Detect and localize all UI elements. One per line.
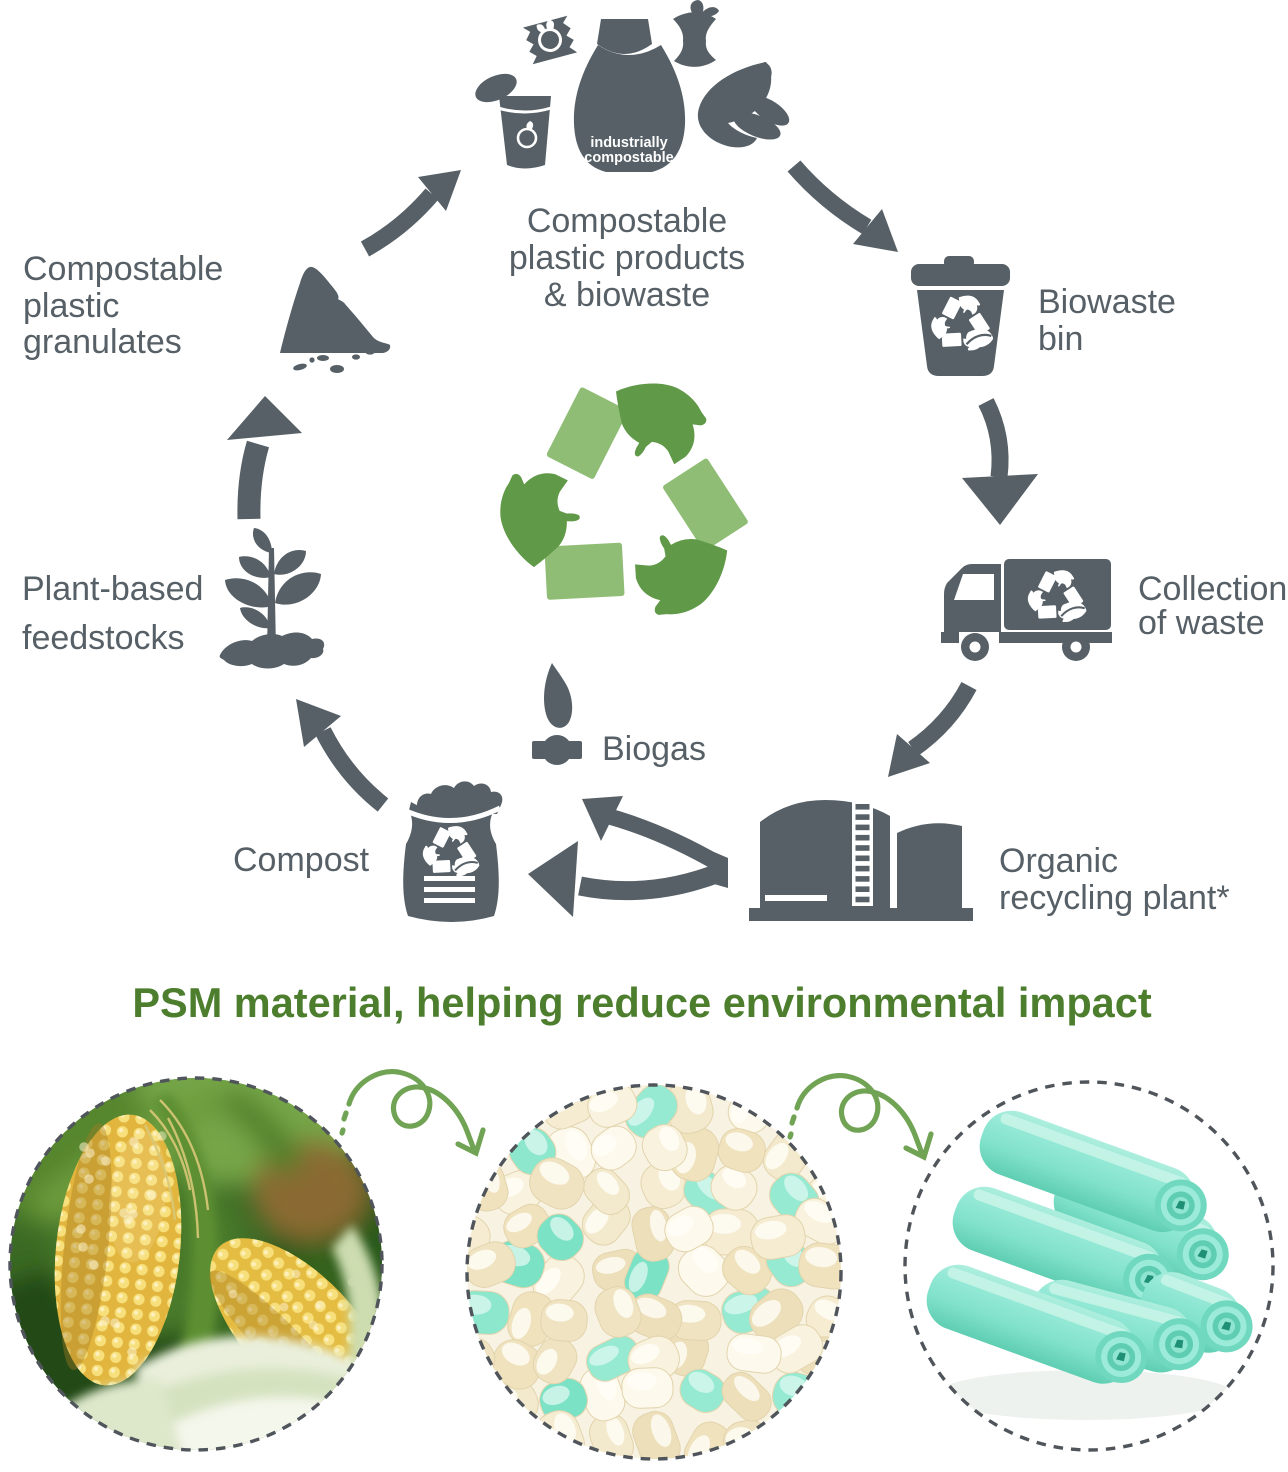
svg-text:Compost: Compost	[233, 841, 370, 879]
svg-text:Biowaste: Biowaste	[1038, 283, 1176, 321]
svg-text:& biowaste: & biowaste	[544, 276, 710, 314]
svg-text:recycling plant*: recycling plant*	[999, 879, 1230, 917]
svg-text:PSM material, helping reduce e: PSM material, helping reduce environment…	[132, 979, 1152, 1026]
svg-text:Collection: Collection	[1138, 570, 1287, 608]
svg-text:plastic: plastic	[23, 287, 119, 325]
svg-text:Organic: Organic	[999, 842, 1118, 880]
svg-text:Plant-based: Plant-based	[22, 570, 203, 608]
svg-text:plastic products: plastic products	[509, 239, 745, 277]
svg-text:of waste: of waste	[1138, 604, 1265, 642]
svg-text:Compostable: Compostable	[23, 250, 223, 288]
svg-text:feedstocks: feedstocks	[22, 619, 185, 657]
svg-text:Biogas: Biogas	[602, 730, 706, 768]
svg-text:Compostable: Compostable	[527, 202, 727, 240]
svg-text:compostable: compostable	[584, 150, 673, 166]
svg-text:industrially: industrially	[590, 135, 667, 151]
svg-text:bin: bin	[1038, 320, 1083, 358]
svg-text:granulates: granulates	[23, 323, 182, 361]
